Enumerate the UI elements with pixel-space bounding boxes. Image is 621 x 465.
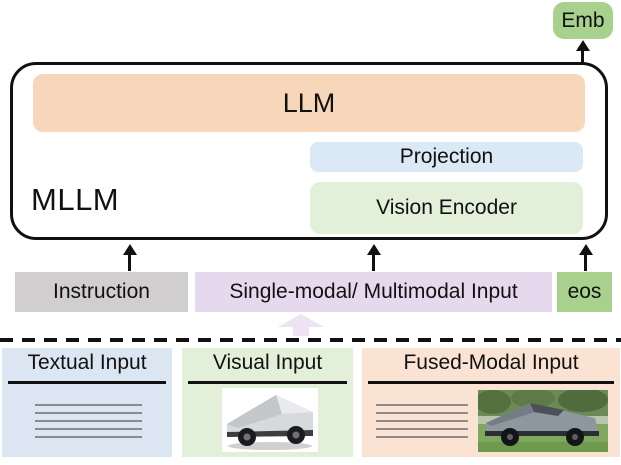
text-line [376,412,468,414]
eos-label: eos [567,280,602,303]
text-line [35,436,142,438]
vision-encoder-label: Vision Encoder [376,196,517,219]
arrow-head [575,40,590,51]
arrow-head [366,244,381,255]
mllm-label: MLLM [31,182,120,217]
fused-modal-input-card: Fused-Modal Input [362,348,620,457]
arrow-head [122,244,137,255]
title-underline [8,381,166,384]
modal-input-box: Single-modal/ Multimodal Input [195,272,552,312]
cybertruck-outdoor-photo [478,390,608,452]
arrow-stem [372,255,375,271]
arrow-stem [581,51,584,63]
text-line [376,428,468,430]
fused-modal-input-title: Fused-Modal Input [403,351,579,374]
arrow-stem [128,255,131,271]
text-line [376,436,468,438]
text-line [35,428,142,430]
vision-encoder-box: Vision Encoder [310,182,583,234]
textual-input-title: Textual Input [27,351,147,374]
title-underline [368,381,614,384]
arrow-instruction-to-mllm-icon [122,244,137,271]
emb-label: Emb [561,8,605,32]
text-lines-icon [376,404,468,444]
arrow-eos-to-mllm-icon [578,244,593,271]
block-arrow-head [278,314,324,327]
arrow-head [578,244,593,255]
visual-input-title: Visual Input [212,351,323,374]
llm-label: LLM [282,87,336,118]
text-lines-icon [35,404,142,444]
modal-input-label: Single-modal/ Multimodal Input [229,280,518,303]
text-line [35,412,142,414]
text-line [35,420,142,422]
text-line [35,404,142,406]
arrow-to-emb-icon [575,40,590,63]
projection-label: Projection [399,145,494,168]
text-line [376,420,468,422]
textual-input-card: Textual Input [2,348,172,457]
emb-box: Emb [553,2,613,39]
visual-input-card: Visual Input [182,348,353,457]
eos-box: eos [557,272,612,312]
instruction-label: Instruction [53,280,150,303]
dashed-separator [0,338,621,342]
cybertruck-studio-image [222,388,318,452]
projection-box: Projection [310,142,583,172]
block-arrow-stem [293,327,309,336]
arrow-stem [584,255,587,271]
llm-box: LLM [33,74,585,132]
instruction-box: Instruction [15,272,188,312]
text-line [376,404,468,406]
flow-up-block-arrow-icon [278,314,324,336]
arrow-modal-input-to-mllm-icon [366,244,381,271]
title-underline [188,381,347,384]
